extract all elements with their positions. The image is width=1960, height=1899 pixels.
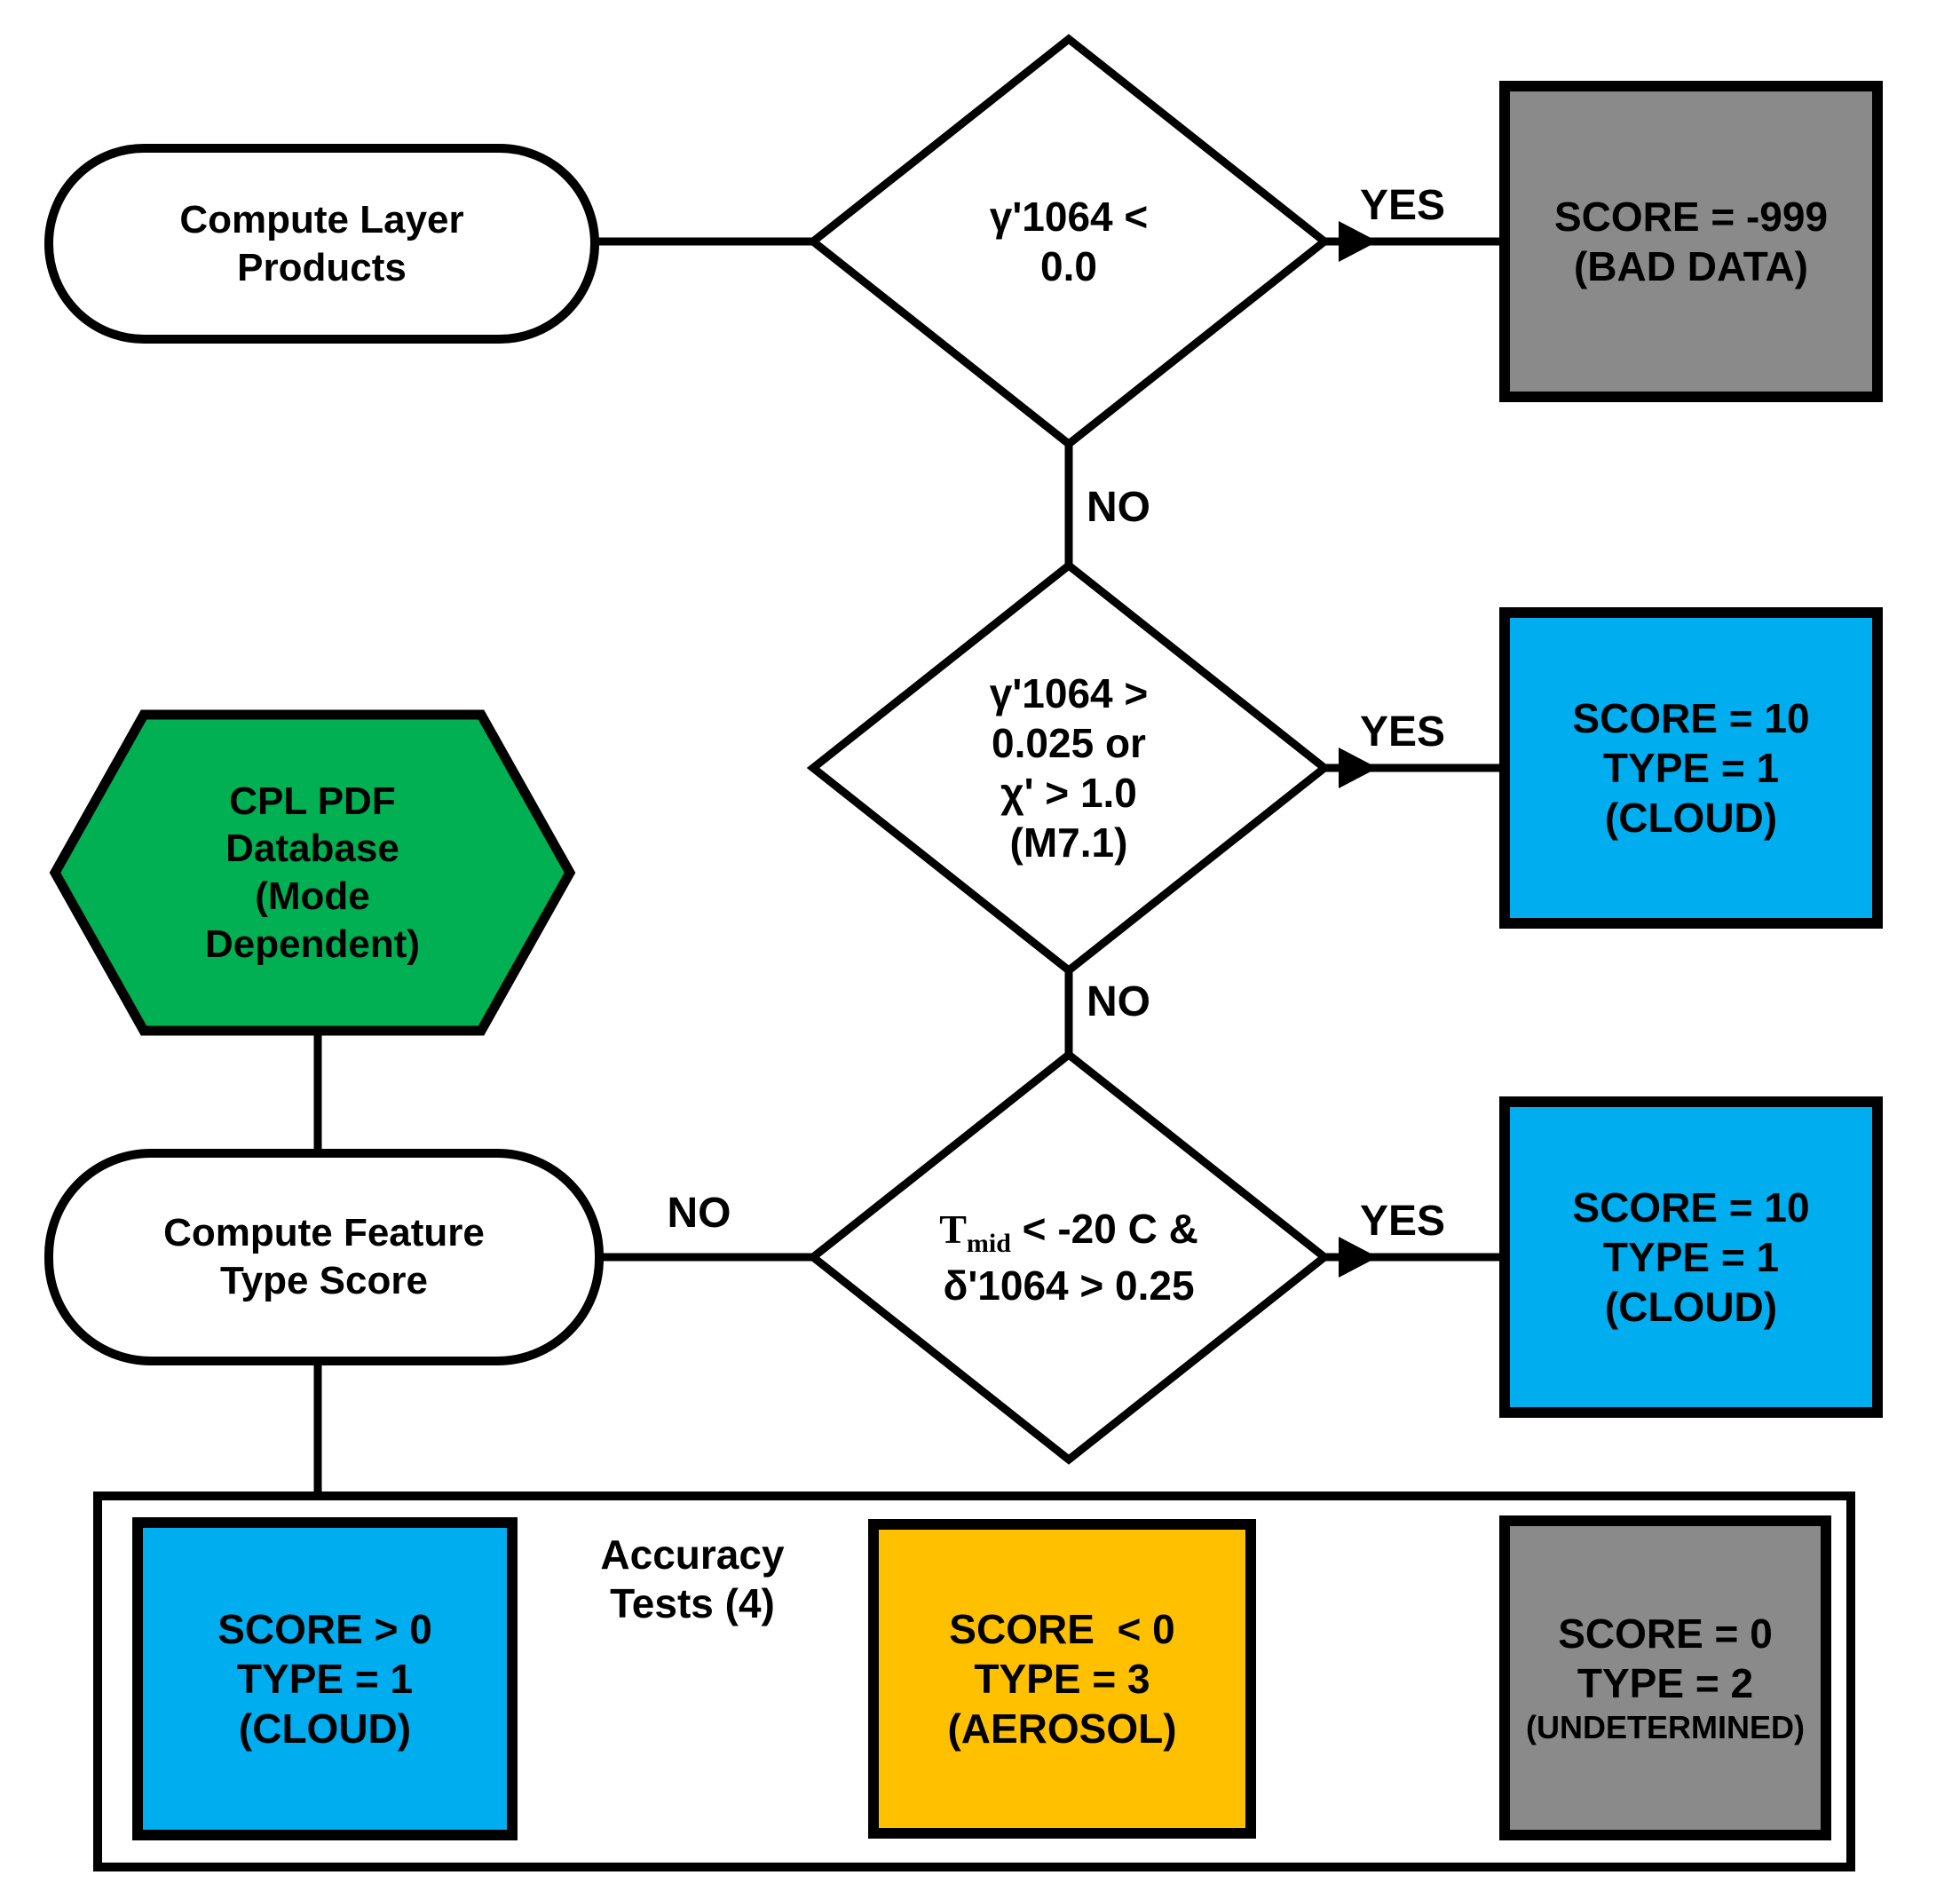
compute-feature-type-score-shape xyxy=(44,1149,604,1365)
bad-data-result-box xyxy=(1499,81,1883,402)
gamma-negative-check-diamond xyxy=(806,34,1332,449)
cloud-final-result-box xyxy=(132,1517,518,1840)
cloud-result-mid-box xyxy=(1499,1096,1883,1418)
cloud-threshold-check-diamond xyxy=(806,560,1332,976)
temperature-check-diamond xyxy=(806,1049,1332,1465)
compute-layer-products-shape xyxy=(44,144,599,344)
undetermined-final-result-box xyxy=(1499,1515,1831,1840)
arrowhead-yes-cloud-top-icon xyxy=(1339,748,1378,788)
cloud-result-top-box xyxy=(1499,607,1883,929)
arrowhead-yes-bad-data-icon xyxy=(1339,221,1378,262)
arrowhead-yes-cloud-mid-icon xyxy=(1339,1237,1378,1278)
cpl-pdf-database-hexagon xyxy=(49,709,576,1036)
aerosol-final-result-box xyxy=(868,1519,1256,1839)
